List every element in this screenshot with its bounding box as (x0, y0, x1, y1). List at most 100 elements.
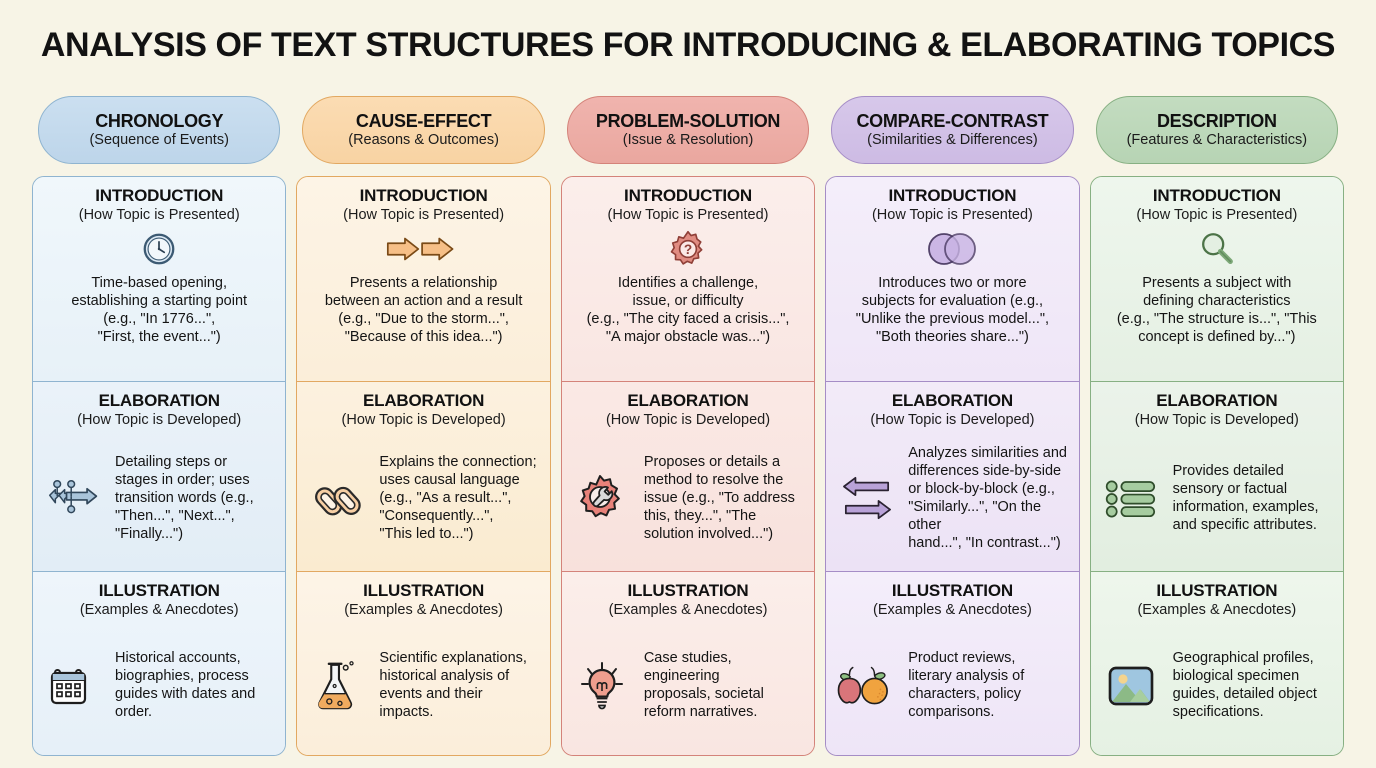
page-title: ANALYSIS OF TEXT STRUCTURES FOR INTRODUC… (40, 26, 1336, 64)
cell-title: INTRODUCTION (888, 186, 1017, 205)
cell-text: Introduces two or more subjects for eval… (855, 275, 1050, 346)
cell-subtitle: (Examples & Anecdotes) (608, 601, 768, 618)
cell-introduction[interactable]: INTRODUCTION (How Topic is Presented) Pr… (297, 177, 550, 381)
header-pill-description[interactable]: DESCRIPTION (Features & Characteristics) (1095, 96, 1339, 164)
column-description: DESCRIPTION (Features & Characteristics)… (1089, 96, 1345, 756)
header-subtitle: (Reasons & Outcomes) (348, 131, 499, 148)
cells-cause-effect: INTRODUCTION (How Topic is Presented) Pr… (296, 176, 551, 756)
cell-introduction[interactable]: INTRODUCTION (How Topic is Presented) In… (826, 177, 1079, 381)
cell-elaboration[interactable]: ELABORATION (How Topic is Developed) (297, 381, 550, 571)
bullet-list-icon (1101, 475, 1163, 523)
cell-title: INTRODUCTION (359, 186, 488, 205)
cell-subtitle: (How Topic is Presented) (78, 206, 240, 223)
cell-text: Product reviews, literary analysis of ch… (908, 649, 1025, 720)
cell-title: ILLUSTRATION (98, 581, 220, 600)
cell-subtitle: (How Topic is Developed) (341, 411, 506, 428)
cells-chronology: INTRODUCTION (How Topic is Presented) (32, 176, 287, 756)
cell-subtitle: (Examples & Anecdotes) (79, 601, 239, 618)
process-arrow-icon (43, 476, 105, 522)
cell-title: ILLUSTRATION (627, 581, 749, 600)
double-arrow-icon (384, 229, 464, 269)
cell-elaboration[interactable]: ELABORATION (How Topic is Developed) (561, 381, 815, 571)
cell-subtitle: (How Topic is Developed) (77, 411, 242, 428)
gear-wrench-icon (572, 473, 634, 525)
cell-title: ELABORATION (891, 391, 1014, 410)
cells-compare-contrast: INTRODUCTION (How Topic is Presented) In… (825, 176, 1080, 756)
cell-subtitle: (Examples & Anecdotes) (344, 601, 503, 618)
cell-subtitle: (How Topic is Presented) (607, 206, 769, 223)
lightbulb-icon (572, 659, 634, 713)
column-compare-contrast: COMPARE-CONTRAST (Similarities & Differe… (825, 96, 1080, 756)
cell-title: INTRODUCTION (95, 186, 224, 205)
chain-link-icon (307, 473, 369, 525)
cell-subtitle: (How Topic is Presented) (343, 206, 505, 223)
cell-title: INTRODUCTION (1152, 186, 1281, 205)
cell-illustration[interactable]: ILLUSTRATION (Examples & Anecdotes) (1090, 571, 1344, 755)
clock-icon (140, 229, 178, 269)
cell-subtitle: (How Topic is Presented) (1136, 206, 1298, 223)
venn-diagram-icon (921, 229, 983, 269)
cell-text: Historical accounts, biographies, proces… (115, 649, 256, 720)
header-subtitle: (Issue & Resolution) (622, 131, 754, 148)
cell-text: Analyzes similarities and differences si… (908, 444, 1067, 551)
cell-subtitle: (How Topic is Developed) (1134, 411, 1299, 428)
cell-title: ILLUSTRATION (1156, 581, 1278, 600)
cells-problem-solution: INTRODUCTION (How Topic is Presented) ? (560, 176, 816, 756)
cell-text: Presents a relationship between an actio… (324, 275, 523, 346)
cell-introduction[interactable]: INTRODUCTION (How Topic is Presented) (33, 177, 286, 381)
cell-illustration[interactable]: ILLUSTRATION (Examples & Anecdotes) (33, 571, 286, 755)
cell-title: ELABORATION (363, 391, 485, 410)
header-title: DESCRIPTION (1156, 110, 1277, 131)
calendar-icon (43, 661, 105, 711)
header-title: PROBLEM-SOLUTION (595, 110, 781, 131)
header-pill-cause-effect[interactable]: CAUSE-EFFECT (Reasons & Outcomes) (302, 96, 545, 164)
header-pill-problem-solution[interactable]: PROBLEM-SOLUTION (Issue & Resolution) (566, 96, 810, 164)
cell-introduction[interactable]: INTRODUCTION (How Topic is Presented) ? (561, 177, 815, 381)
cells-description: INTRODUCTION (How Topic is Presented) Pr… (1089, 176, 1345, 756)
cell-text: Presents a subject with defining charact… (1116, 275, 1317, 346)
header-subtitle: (Sequence of Events) (89, 131, 229, 148)
cell-elaboration[interactable]: ELABORATION (How Topic is Developed) Ana… (826, 381, 1079, 571)
header-subtitle: (Features & Characteristics) (1126, 131, 1308, 148)
header-subtitle: (Similarities & Differences) (867, 131, 1038, 148)
apple-orange-icon (836, 661, 898, 711)
cell-text: Scientific explanations, historical anal… (379, 649, 527, 720)
cell-title: ELABORATION (627, 391, 749, 410)
cell-elaboration[interactable]: ELABORATION (How Topic is Developed) (1090, 381, 1344, 571)
cell-illustration[interactable]: ILLUSTRATION (Examples & Anecdotes) (561, 571, 815, 755)
cell-title: ELABORATION (98, 391, 220, 410)
cell-subtitle: (How Topic is Developed) (870, 411, 1035, 428)
cell-title: ILLUSTRATION (363, 581, 485, 600)
cell-text: Provides detailed sensory or factual inf… (1172, 462, 1319, 533)
cell-title: ELABORATION (1156, 391, 1278, 410)
cell-subtitle: (How Topic is Presented) (871, 206, 1033, 223)
cell-illustration[interactable]: ILLUSTRATION (Examples & Anecdotes) (826, 571, 1079, 755)
column-cause-effect: CAUSE-EFFECT (Reasons & Outcomes) INTROD… (296, 96, 551, 756)
header-title: COMPARE-CONTRAST (856, 110, 1049, 131)
magnifier-icon (1197, 229, 1237, 269)
cell-text: Proposes or details a method to resolve … (643, 453, 795, 542)
gear-question-icon: ? (668, 229, 708, 269)
cell-text: Identifies a challenge, issue, or diffic… (586, 275, 790, 346)
cell-text: Time-based opening, establishing a start… (71, 275, 248, 346)
column-chronology: CHRONOLOGY (Sequence of Events) INTRODUC… (32, 96, 287, 756)
cell-subtitle: (Examples & Anecdotes) (1137, 601, 1297, 618)
image-landscape-icon (1101, 662, 1163, 710)
cell-title: INTRODUCTION (624, 186, 752, 205)
cell-title: ILLUSTRATION (891, 581, 1013, 600)
header-title: CHRONOLOGY (95, 110, 224, 131)
opposing-arrows-icon (836, 474, 898, 524)
cell-text: Case studies, engineering proposals, soc… (643, 649, 764, 720)
cell-introduction[interactable]: INTRODUCTION (How Topic is Presented) Pr… (1090, 177, 1344, 381)
svg-text:?: ? (684, 242, 692, 257)
cell-text: Explains the connection; uses causal lan… (379, 453, 537, 542)
structures-grid: CHRONOLOGY (Sequence of Events) INTRODUC… (32, 96, 1345, 756)
header-pill-chronology[interactable]: CHRONOLOGY (Sequence of Events) (38, 96, 281, 164)
cell-text: Detailing steps or stages in order; uses… (115, 453, 254, 542)
cell-subtitle: (Examples & Anecdotes) (873, 601, 1032, 618)
flask-icon (307, 659, 369, 713)
cell-illustration[interactable]: ILLUSTRATION (Examples & Anecdotes) (297, 571, 550, 755)
cell-elaboration[interactable]: ELABORATION (How Topic is Developed) (33, 381, 286, 571)
header-pill-compare-contrast[interactable]: COMPARE-CONTRAST (Similarities & Differe… (831, 96, 1074, 164)
